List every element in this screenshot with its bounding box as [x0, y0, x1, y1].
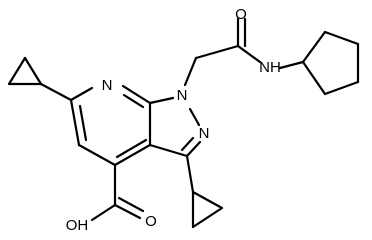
bond-c6-c5-inner — [78, 104, 88, 142]
atom-n-pyridine: N — [102, 77, 113, 94]
atom-nh-amide: NH — [259, 59, 281, 76]
bond-ch2-co — [194, 44, 240, 60]
bond-cpl-2 — [7, 56, 27, 86]
bond-cpl-to-ring — [39, 82, 73, 102]
bond-c3-cp — [185, 154, 195, 194]
bond-n2-c3-inner — [180, 136, 195, 152]
bond-cpent-4 — [323, 80, 360, 96]
bonds — [7, 17, 360, 229]
bond-nh-cpent — [278, 60, 305, 70]
bond-c3-c3a — [148, 143, 189, 158]
bond-ccooh-o-2 — [117, 196, 145, 213]
bond-n2-c3 — [185, 140, 202, 158]
bond-c6-n7 — [69, 86, 94, 102]
bond-c4-c3a — [113, 143, 152, 167]
bond-cpl-3 — [23, 56, 43, 86]
bond-c7a-n1 — [148, 96, 175, 105]
bond-co-nh — [236, 44, 262, 64]
bond-c4-c3a-inner — [115, 138, 148, 159]
bond-n7-c7a — [121, 84, 152, 105]
atom-o-acid: O — [145, 213, 157, 230]
bond-n1-ch2 — [183, 56, 198, 87]
bond-cpent-1 — [301, 30, 327, 64]
bond-cpent-5 — [301, 60, 327, 96]
atom-labels: O NH N N N OH O — [66, 6, 281, 234]
bond-c5-c4 — [77, 143, 117, 167]
bond-cpent-2 — [323, 30, 360, 46]
bond-ccooh-oh — [90, 203, 117, 222]
atom-n1-pyrazole: N — [177, 87, 188, 104]
atom-o-amide: O — [235, 6, 247, 23]
bond-n7-c7a-inner — [122, 93, 145, 109]
bond-cpb-3 — [191, 206, 224, 229]
atom-oh-acid: OH — [66, 217, 89, 234]
atom-n2-pyrazole: N — [199, 125, 210, 142]
bond-n1-n2 — [188, 107, 201, 127]
bond-cpb-1 — [191, 190, 224, 210]
bond-ccooh-o-1 — [113, 203, 142, 220]
bond-c6-c5 — [69, 98, 81, 147]
